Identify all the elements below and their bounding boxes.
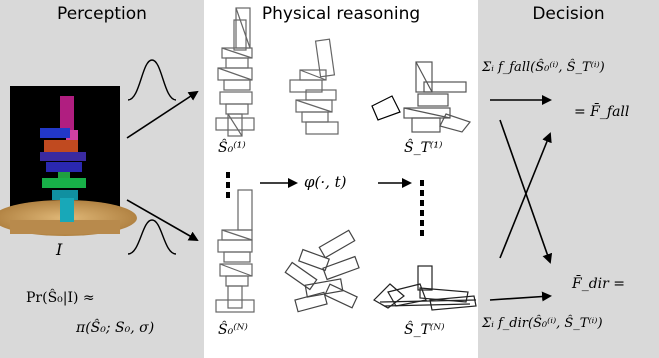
dynamics-function: φ(·, t) [304,173,347,191]
prior-formula-line1: Pr(Ŝ₀|I) ≈ [26,290,95,306]
direction-sum-formula: Σᵢ f_dir(Ŝ₀⁽ⁱ⁾, Ŝ_T⁽ⁱ⁾) [482,316,603,331]
arrow-to-sample-1 [126,90,199,139]
block-green [42,178,86,188]
state-final-sample-1: Ŝ_T⁽¹⁾ [404,140,443,156]
fall-result: = F̄_fall [574,104,630,120]
block-blue-1 [40,128,70,138]
arrow-dir-to-fall [499,132,552,259]
wireframe-tower-final-n [373,265,477,311]
decision-title: Decision [532,4,605,24]
wireframe-tower-final-1 [371,61,472,133]
block-cyan [60,198,74,222]
block-green-small [58,172,70,180]
wireframe-tower-initial-n [215,189,255,313]
perception-title: Perception [57,4,147,24]
block-red [44,140,78,152]
state-initial-sample-n: Ŝ₀⁽ᴺ⁾ [218,322,248,338]
arrow-dir-right [489,291,552,302]
block-blue-2 [46,162,82,172]
wireframe-tower-mid-n [284,229,360,313]
state-initial-sample-1: Ŝ₀⁽¹⁾ [218,140,246,156]
block-magenta-top [60,96,74,130]
wireframe-tower-mid-1 [289,38,339,135]
tower-scene-image [0,86,137,236]
block-purple [40,152,86,161]
gaussian-curve-top [127,59,177,101]
state-final-sample-n: Ŝ_T⁽ᴺ⁾ [404,322,445,338]
gaussian-curve-bottom [127,219,177,255]
physical-reasoning-panel: Physical reasoning [204,0,478,358]
ellipsis-dots-right [420,180,424,236]
physical-reasoning-title: Physical reasoning [261,4,421,24]
ellipsis-dots-left [226,172,230,198]
prior-formula-line2: π(Ŝ₀; S₀, σ) [76,320,155,336]
wireframe-tower-initial-1 [215,7,255,137]
arrow-fall-to-dir [499,119,553,264]
arrow-to-sample-n [126,199,199,241]
direction-result: F̄_dir = [572,276,626,292]
fall-sum-formula: Σᵢ f_fall(Ŝ₀⁽ⁱ⁾, Ŝ_T⁽ⁱ⁾) [482,60,605,75]
block-teal [52,190,78,200]
image-label: I [56,240,63,259]
